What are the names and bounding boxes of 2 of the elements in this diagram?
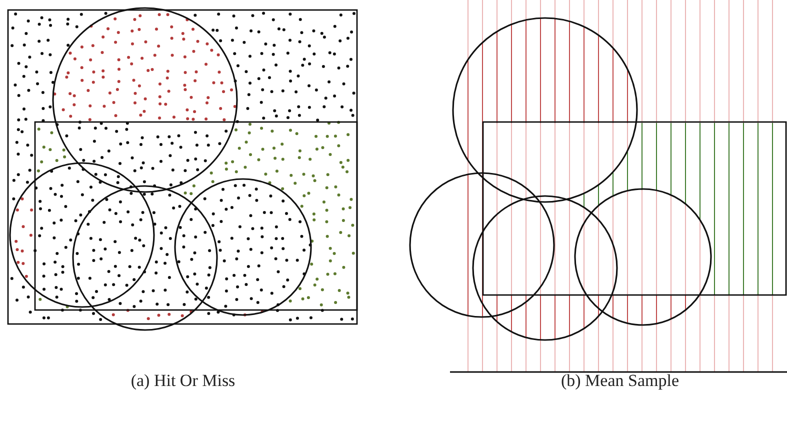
figure-caption: (a) Hit Or Miss xyxy=(130,371,236,391)
figure-caption: (b) Mean Sample xyxy=(560,371,680,391)
